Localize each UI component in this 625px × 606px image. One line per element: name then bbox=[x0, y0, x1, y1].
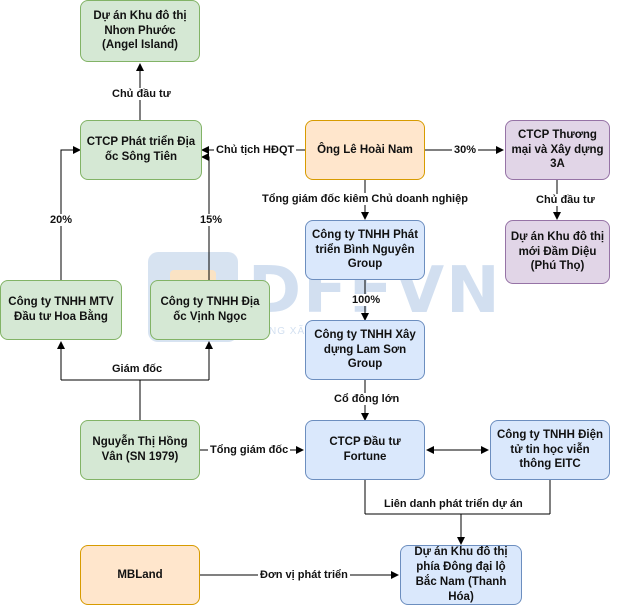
node-nguyen-thi-hong-van: Nguyễn Thị Hồng Vân (SN 1979) bbox=[80, 420, 200, 480]
label-20pct: 20% bbox=[48, 214, 75, 226]
edge-vinhngoc-songtien bbox=[201, 153, 210, 280]
node-vinh-ngoc: Công ty TNHH Địa ốc Vịnh Ngọc bbox=[150, 280, 270, 340]
node-eitc: Công ty TNHH Điện tử tin học viễn thông … bbox=[490, 420, 610, 480]
node-hoa-bang: Công ty TNHH MTV Đầu tư Hoa Bằng bbox=[0, 280, 122, 340]
label-chu-dau-tu-2: Chủ đầu tư bbox=[534, 194, 597, 206]
label-chu-dau-tu-1: Chủ đầu tư bbox=[110, 88, 173, 100]
label-co-dong-lon: Cổ đông lớn bbox=[332, 393, 402, 405]
node-song-tien: CTCP Phát triển Địa ốc Sông Tiên bbox=[80, 120, 202, 180]
node-angel-island: Dự án Khu đô thị Nhơn Phước (Angel Islan… bbox=[80, 0, 200, 62]
label-lien-danh: Liên danh phát triển dự án bbox=[382, 498, 525, 510]
node-3a: CTCP Thương mại và Xây dựng 3A bbox=[505, 120, 610, 180]
node-mbland: MBLand bbox=[80, 545, 200, 605]
node-le-hoai-nam: Ông Lê Hoài Nam bbox=[305, 120, 425, 180]
label-don-vi-phat-trien: Đơn vị phát triển bbox=[258, 569, 350, 581]
node-fortune: CTCP Đầu tư Fortune bbox=[305, 420, 425, 480]
label-tong-giam-doc: Tổng giám đốc bbox=[208, 444, 291, 456]
label-chu-tich-hdqt: Chủ tịch HĐQT bbox=[214, 144, 297, 156]
label-100pct: 100% bbox=[350, 294, 383, 306]
node-dam-dieu: Dự án Khu đô thị mới Đầm Diệu (Phú Thọ) bbox=[505, 220, 610, 284]
label-tong-giam-doc-kiem: Tổng giám đốc kiêm Chủ doanh nghiệp bbox=[260, 193, 470, 205]
node-binh-nguyen: Công ty TNHH Phát triển Bình Nguyên Grou… bbox=[305, 220, 425, 280]
node-dong-dai-lo: Dự án Khu đô thị phía Đông đại lộ Bắc Na… bbox=[400, 545, 522, 605]
node-lam-son: Công ty TNHH Xây dựng Lam Sơn Group bbox=[305, 320, 425, 380]
label-15pct: 15% bbox=[198, 214, 225, 226]
label-30pct: 30% bbox=[452, 144, 479, 156]
edge-hoabang-songtien bbox=[60, 146, 81, 280]
label-giam-doc: Giám đốc bbox=[110, 363, 165, 375]
